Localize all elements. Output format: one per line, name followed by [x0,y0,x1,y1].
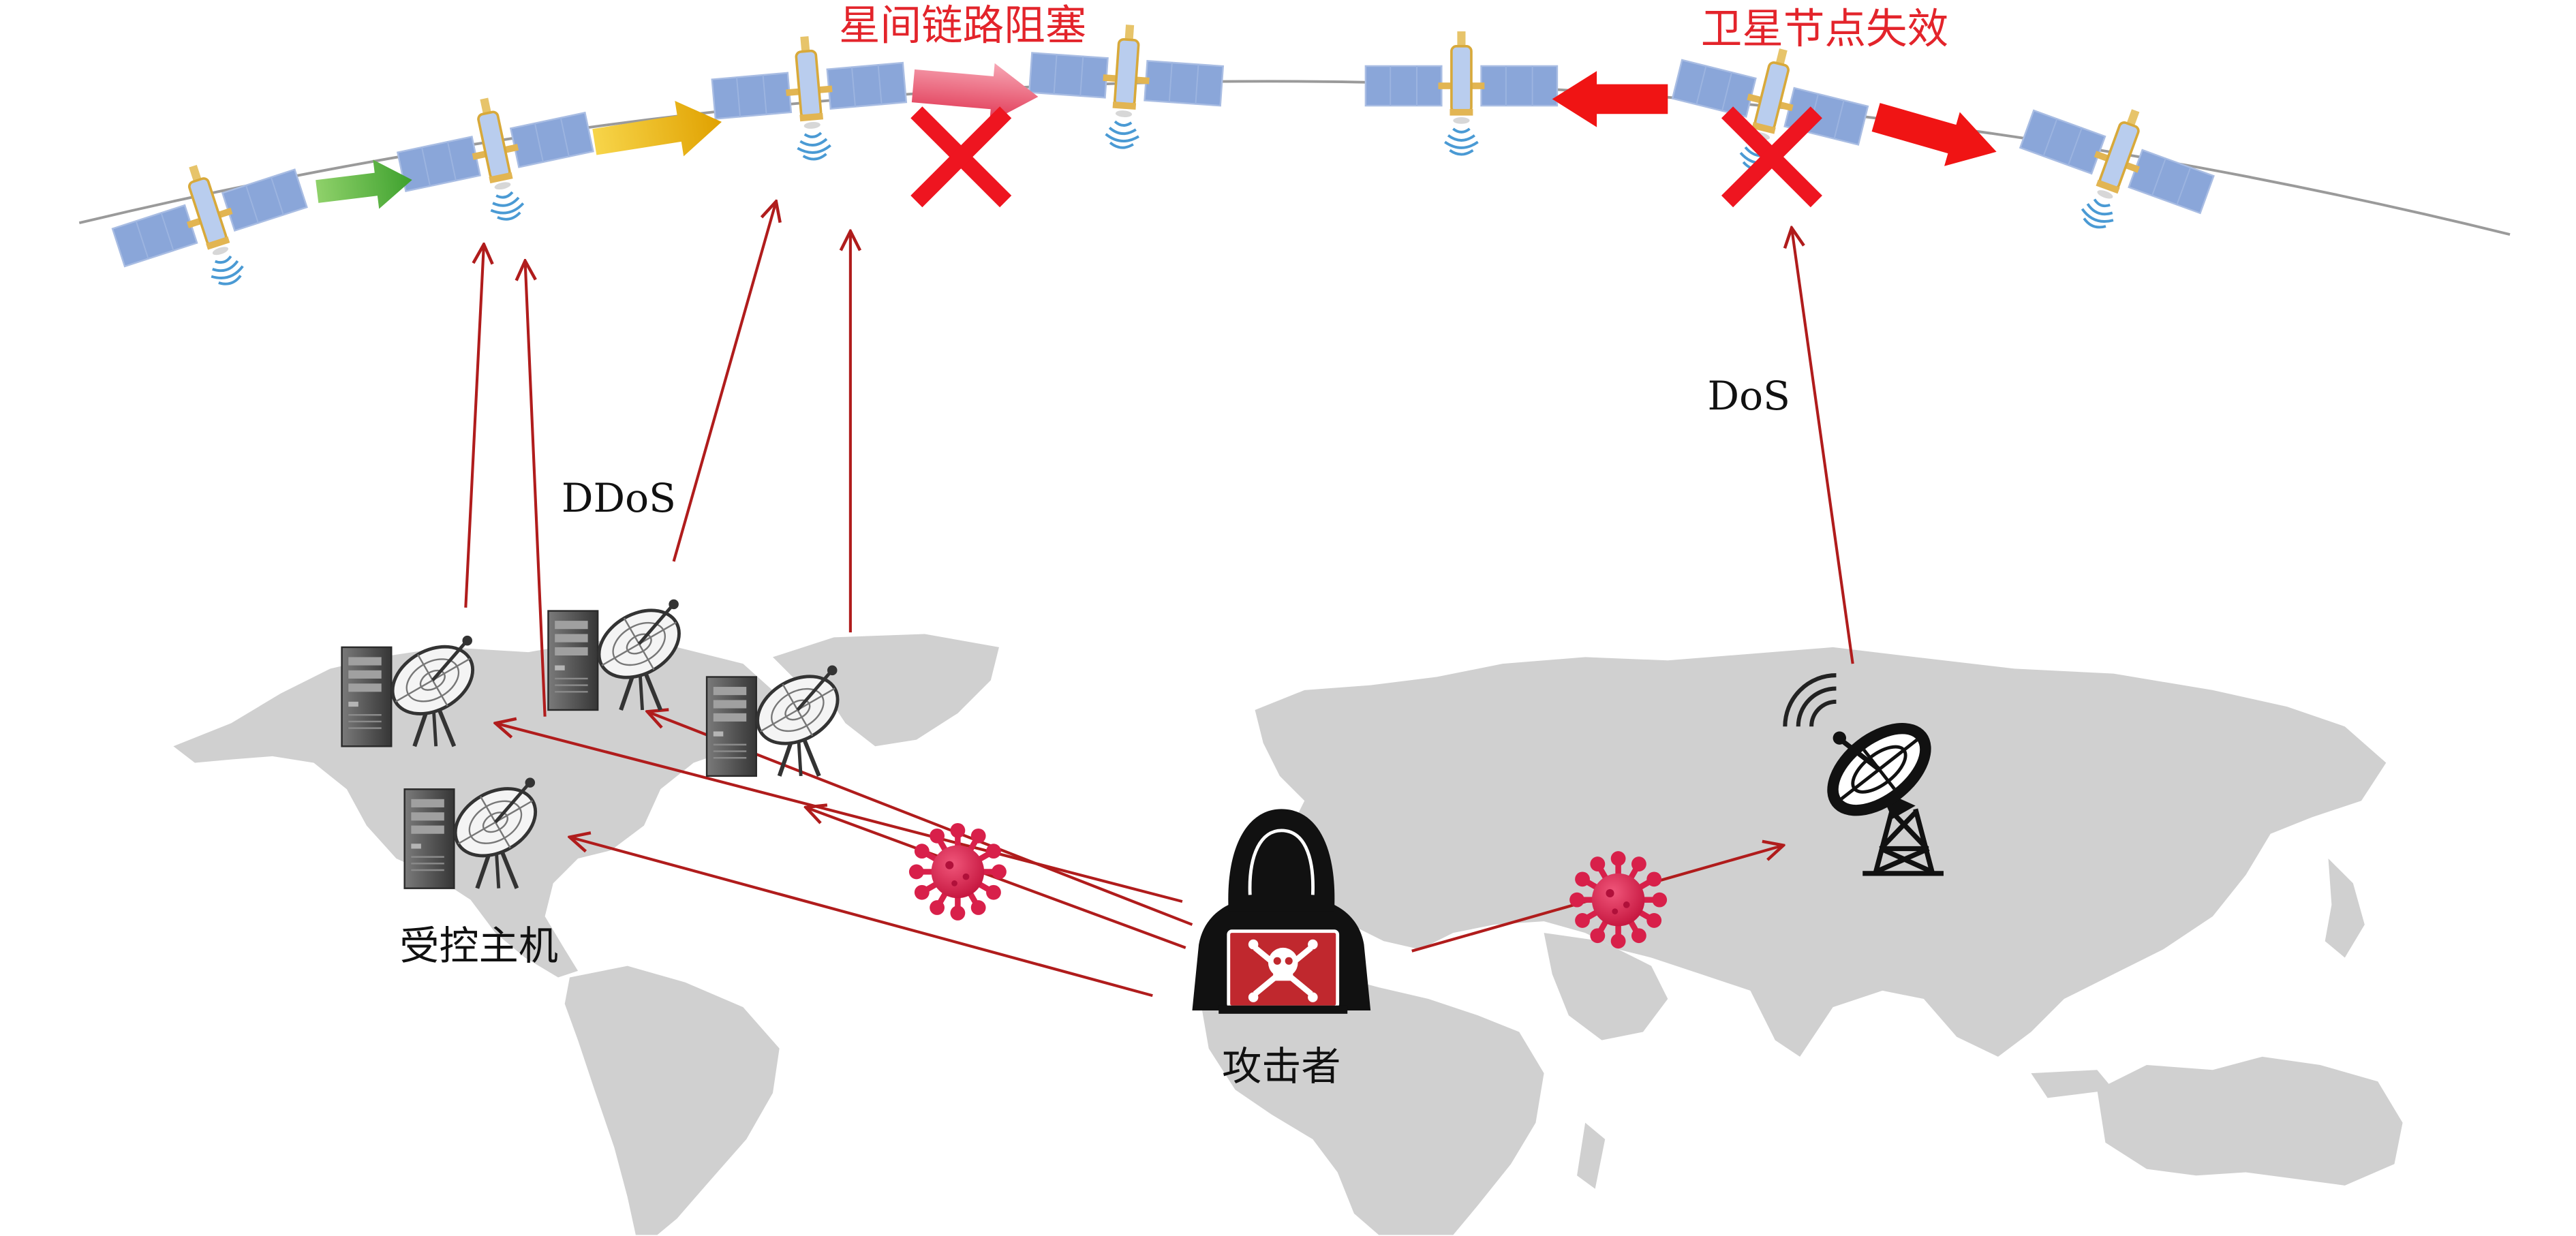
hacker-icon [1192,809,1371,1014]
control-link [495,723,1183,903]
link-arrow-blocked [911,63,1039,123]
virus-icon [909,823,1007,921]
satellite-icon [100,135,324,314]
dos-label: DoS [1707,373,1790,419]
dish-antenna-tower-icon [1783,673,1944,876]
satellite-icon [388,77,605,241]
node-failure-title: 卫星节点失效 [1701,5,1948,53]
map-africa [1202,965,1544,1235]
map-arabia [1544,933,1668,1040]
map-madagascar [1577,1122,1606,1189]
map-greenland [773,634,999,747]
map-eurasia [1255,647,2387,1057]
map-japan [2325,859,2365,958]
world-map [173,634,2403,1235]
ddos-link [672,202,776,562]
failure-arrow-right [1871,103,1997,166]
link-arrow-green [316,159,412,209]
link-blocking-title: 星间链路阻塞 [839,2,1086,50]
ddos-link [525,261,547,717]
cross-icon-node [1721,106,1822,208]
cross-icon-link [910,106,1012,208]
link-arrow-yellow [592,100,722,157]
control-link [570,837,1153,998]
dos-link [1792,228,1854,664]
signal-waves-icon [1783,673,1837,727]
map-indonesia [2031,1070,2114,1098]
satellite-icon [2002,76,2227,260]
map-australia [2097,1056,2403,1186]
ddos-label: DDoS [562,475,676,521]
server-dish-icon [707,663,850,776]
failure-arrow-left [1552,71,1668,127]
skull-icon [1248,939,1318,1002]
ddos-link [464,245,484,608]
attacker-label: 攻击者 [1222,1043,1340,1090]
controlled-hosts-label: 受控主机 [399,923,558,969]
map-south-america [564,965,780,1235]
satellite-icon [1364,30,1559,156]
